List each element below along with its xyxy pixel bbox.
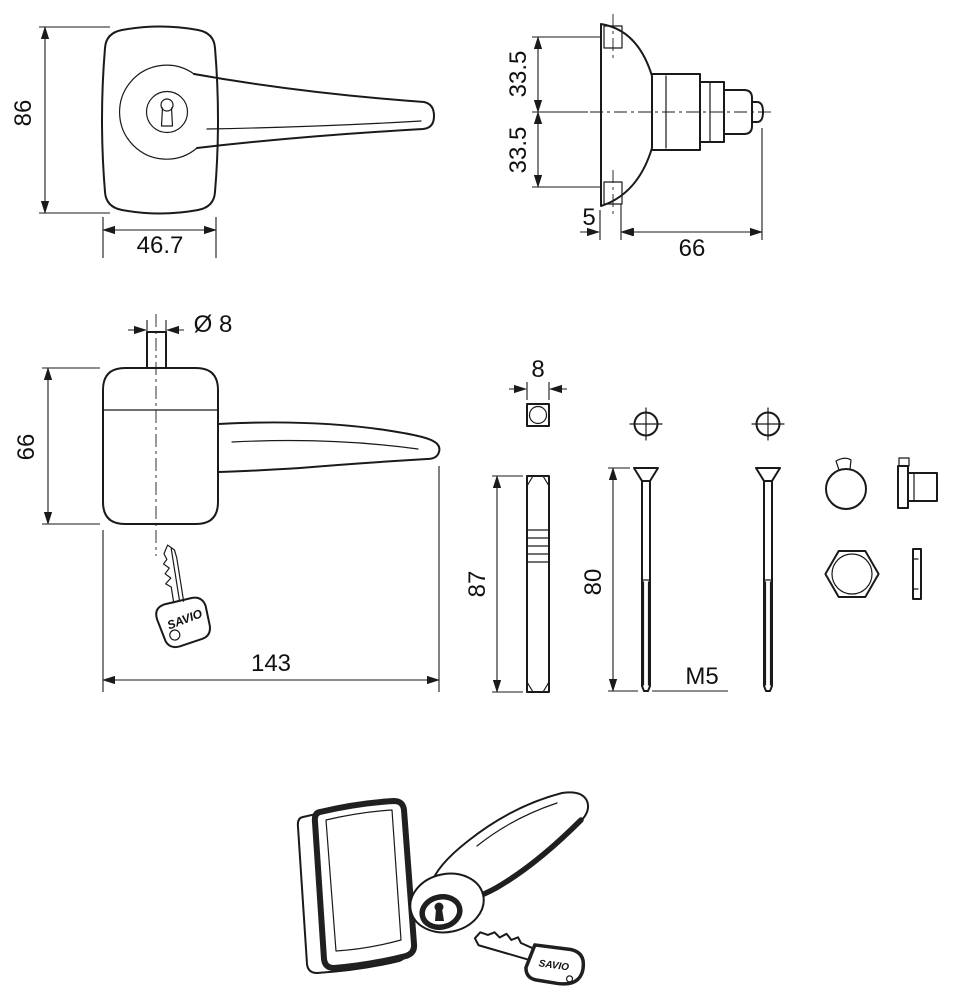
dim-143-label: 143 [251,650,291,677]
handle-hub-circle [118,64,198,160]
dim-front-width: 46.7 [102,217,217,259]
dim-side-lower: 33.5 [505,111,543,188]
plate-3d-face-line [325,809,402,952]
plate-3d-gasket [311,798,418,971]
side-view: 33.5 33.5 5 66 [505,14,775,262]
dim-rod-length: 87 [464,475,523,693]
screw-1 [629,407,663,692]
rod-knurl-marks [527,529,549,563]
cap-body [907,472,938,502]
key-3d: SAVIO [473,931,586,986]
dim-33-5-lower-label: 33.5 [505,127,532,174]
dim-screw-thread: M5 [652,663,728,692]
square-rod: 8 87 [464,356,567,693]
dim-top-length: 143 [102,466,440,692]
retainer-clip [912,548,922,600]
screw-2-thread [763,579,773,686]
screw-2-shaft [763,480,773,692]
keyhole-slot [160,107,174,127]
cap-tab [898,457,910,467]
dim-spindle-diameter: Ø 8 [128,311,232,346]
key-bow-hole [169,629,181,641]
handle-lever-crease [206,120,422,130]
dim-side-upper: 33.5 [505,36,600,188]
cap-flange [897,465,909,509]
key-blade [162,544,185,604]
dim-33-5-upper-label: 33.5 [505,51,532,98]
push-nut [825,457,867,510]
lock-cylinder-circle [145,90,189,134]
dim-dia8-label: Ø 8 [194,311,233,338]
perspective-view: SAVIO [296,791,590,986]
lever-top-crease [231,439,419,450]
push-nut-tab [835,457,852,471]
rod-chamfers [526,475,550,693]
screw-1-head-front [633,467,659,482]
dim-m5-label: M5 [685,663,718,690]
hex-nut [824,550,880,598]
dim-66-top-label: 66 [13,434,40,461]
dim-87-label: 87 [464,571,491,598]
key-blade-groove [170,547,180,601]
dim-top-depth: 66 [13,367,100,525]
lever-top-view [217,421,441,473]
escutcheon-plate-outline [101,25,219,215]
screw-1-thread [641,579,651,686]
dim-8-rod-label: 8 [531,356,544,383]
hub-step-2 [699,81,725,143]
dim-66-side-label: 66 [679,235,706,262]
clip-body [912,548,922,600]
key-3d-bow-hole [565,975,574,983]
rod-end-view [526,403,550,427]
keyhole-circle [160,98,174,112]
dim-screw-length: 80 [580,467,638,692]
key-3d-blade [473,931,536,962]
screw-2-head-front [755,467,781,482]
dim-46-7-label: 46.7 [137,232,184,259]
dim-86-label: 86 [10,100,37,127]
hex-nut-bore [831,553,873,595]
top-view: Ø 8 66 SAVIO 143 [13,311,441,692]
screw-2 [751,407,785,692]
plate-side-profile [600,23,653,207]
hex-nut-outline [824,550,880,598]
rod-body [526,475,550,693]
keyhole-3d-slot [435,909,444,921]
key-top-view: SAVIO [155,544,211,649]
dim-front-height: 86 [10,26,110,214]
screw-1-cross [629,407,663,441]
dim-side-depth: 66 [620,128,763,262]
key-logo-top: SAVIO [165,606,205,632]
plate-top-view [102,367,219,525]
dim-rod-width: 8 [509,356,567,400]
key-logo-3d: SAVIO [538,958,570,973]
push-nut-ring [825,468,867,510]
key-bow [155,596,211,649]
clip-notches [912,558,919,590]
lever-3d-crease [476,802,558,847]
spindle-top-view [146,331,167,369]
dim-5-label: 5 [582,204,595,231]
rod-end-circle [528,405,548,425]
key-3d-bow [524,943,586,986]
end-cap [897,457,938,509]
handle-lever-outline [193,73,435,149]
dim-80-label: 80 [580,569,607,596]
screw-2-cross [751,407,785,441]
dim-side-offset: 5 [580,204,641,240]
hub-step-1 [651,73,701,151]
screw-1-shaft [641,480,651,692]
front-view: 86 46.7 [10,25,435,259]
